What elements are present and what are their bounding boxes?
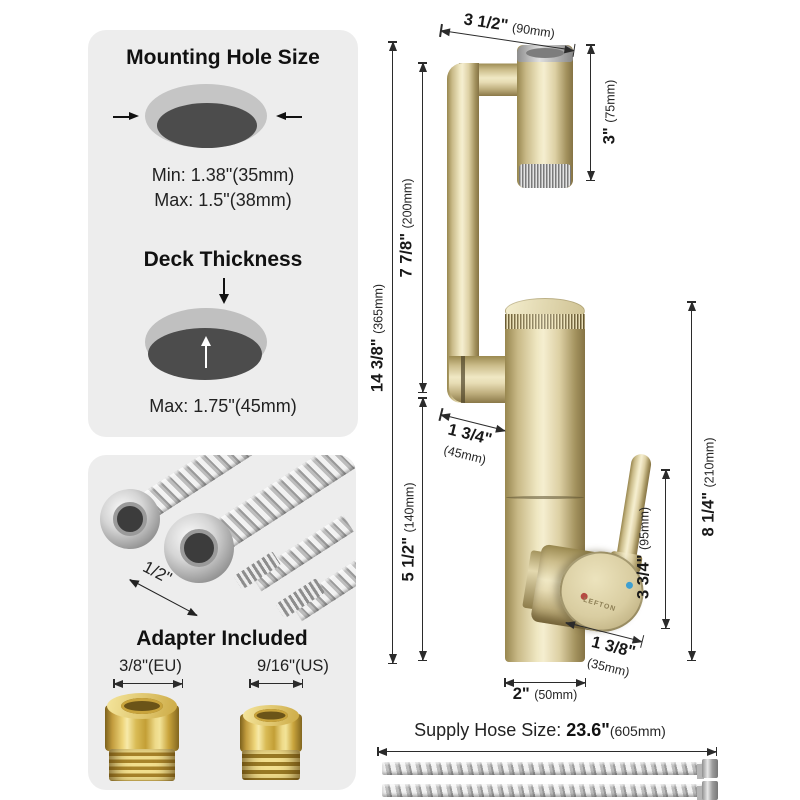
dim-handle-height-line: [661, 469, 670, 629]
dim-base-width-line: 2" (50mm): [504, 678, 586, 703]
hole-opening: [157, 103, 257, 148]
eu-dim-arrow: [113, 679, 183, 688]
eu-adapter-label: 3/8"(EU): [119, 657, 182, 675]
supply-dim-line: [377, 747, 717, 756]
mounting-hole-graphic: [88, 80, 358, 160]
supply-hose-photo: 1/2": [88, 455, 356, 627]
eu-adapter-image: [105, 693, 179, 783]
dim-total-height-line: [388, 41, 397, 664]
dim-spout-label: 3" (75mm): [600, 79, 619, 145]
supply-hose-1: [382, 762, 702, 775]
arrow-left-icon: [276, 112, 302, 121]
us-dim-arrow: [249, 679, 303, 688]
adapter-title: Adapter Included: [136, 627, 308, 650]
hose-fitting-collar: [697, 786, 704, 800]
faucet-post: [447, 63, 479, 403]
adapter-panel: 1/2" Adapter Included 3/8"(EU) 9/16"(US): [88, 455, 356, 790]
body-seam: [506, 496, 584, 499]
mounting-min-label: Min: 1.38"(35mm): [151, 165, 295, 185]
hose-nut: [100, 489, 160, 549]
dim-upper-section-label: 7 7/8" (200mm): [397, 178, 416, 278]
mounting-hole-panel: Mounting Hole Size Min: 1.38"(35mm) Max:…: [88, 30, 358, 437]
spout-aerator: [519, 164, 571, 188]
hose-nut: [164, 513, 234, 583]
hose-fitting-nut: [702, 781, 718, 800]
faucet-lower-arm: [449, 356, 515, 403]
dim-lower-section-label: 5 1/2" (140mm): [399, 482, 418, 582]
hose-fitting-nut: [702, 759, 718, 778]
arm-seam: [461, 356, 465, 403]
us-adapter-image: [240, 705, 302, 785]
dim-base-width-label: 2" (50mm): [512, 685, 578, 703]
arrow-right-icon: [113, 112, 139, 121]
deck-hole-graphic: [88, 306, 358, 392]
supply-hose-2: [382, 784, 702, 797]
dim-total-height-label: 14 3/8" (365mm): [368, 283, 387, 393]
supply-hose-size-label: Supply Hose Size: 23.6"(605mm): [414, 720, 666, 740]
mounting-hole-title: Mounting Hole Size: [126, 46, 320, 69]
hose-fitting-collar: [697, 764, 704, 779]
dim-deck-to-lever-line: [687, 301, 696, 661]
spout-cap-bore: [526, 48, 564, 58]
dim-lower-section-line: [418, 397, 427, 661]
dim-upper-section-line: [418, 62, 427, 393]
dim-deck-to-lever-label: 8 1/4" (210mm): [699, 437, 718, 537]
deck-max-label: Max: 1.75"(45mm): [149, 396, 297, 416]
dim-handle-height-label: 3 3/4" (95mm): [634, 506, 653, 600]
body-knurl-ring: [505, 314, 585, 329]
deck-thickness-title: Deck Thickness: [143, 248, 303, 271]
down-arrow-icon: [218, 278, 230, 304]
dim-spout-line: [586, 44, 595, 181]
up-arrow-icon: [200, 336, 212, 368]
mounting-max-label: Max: 1.5"(38mm): [154, 190, 292, 210]
faucet-handle: LEFTON: [519, 439, 697, 650]
us-adapter-label: 9/16"(US): [257, 657, 329, 675]
